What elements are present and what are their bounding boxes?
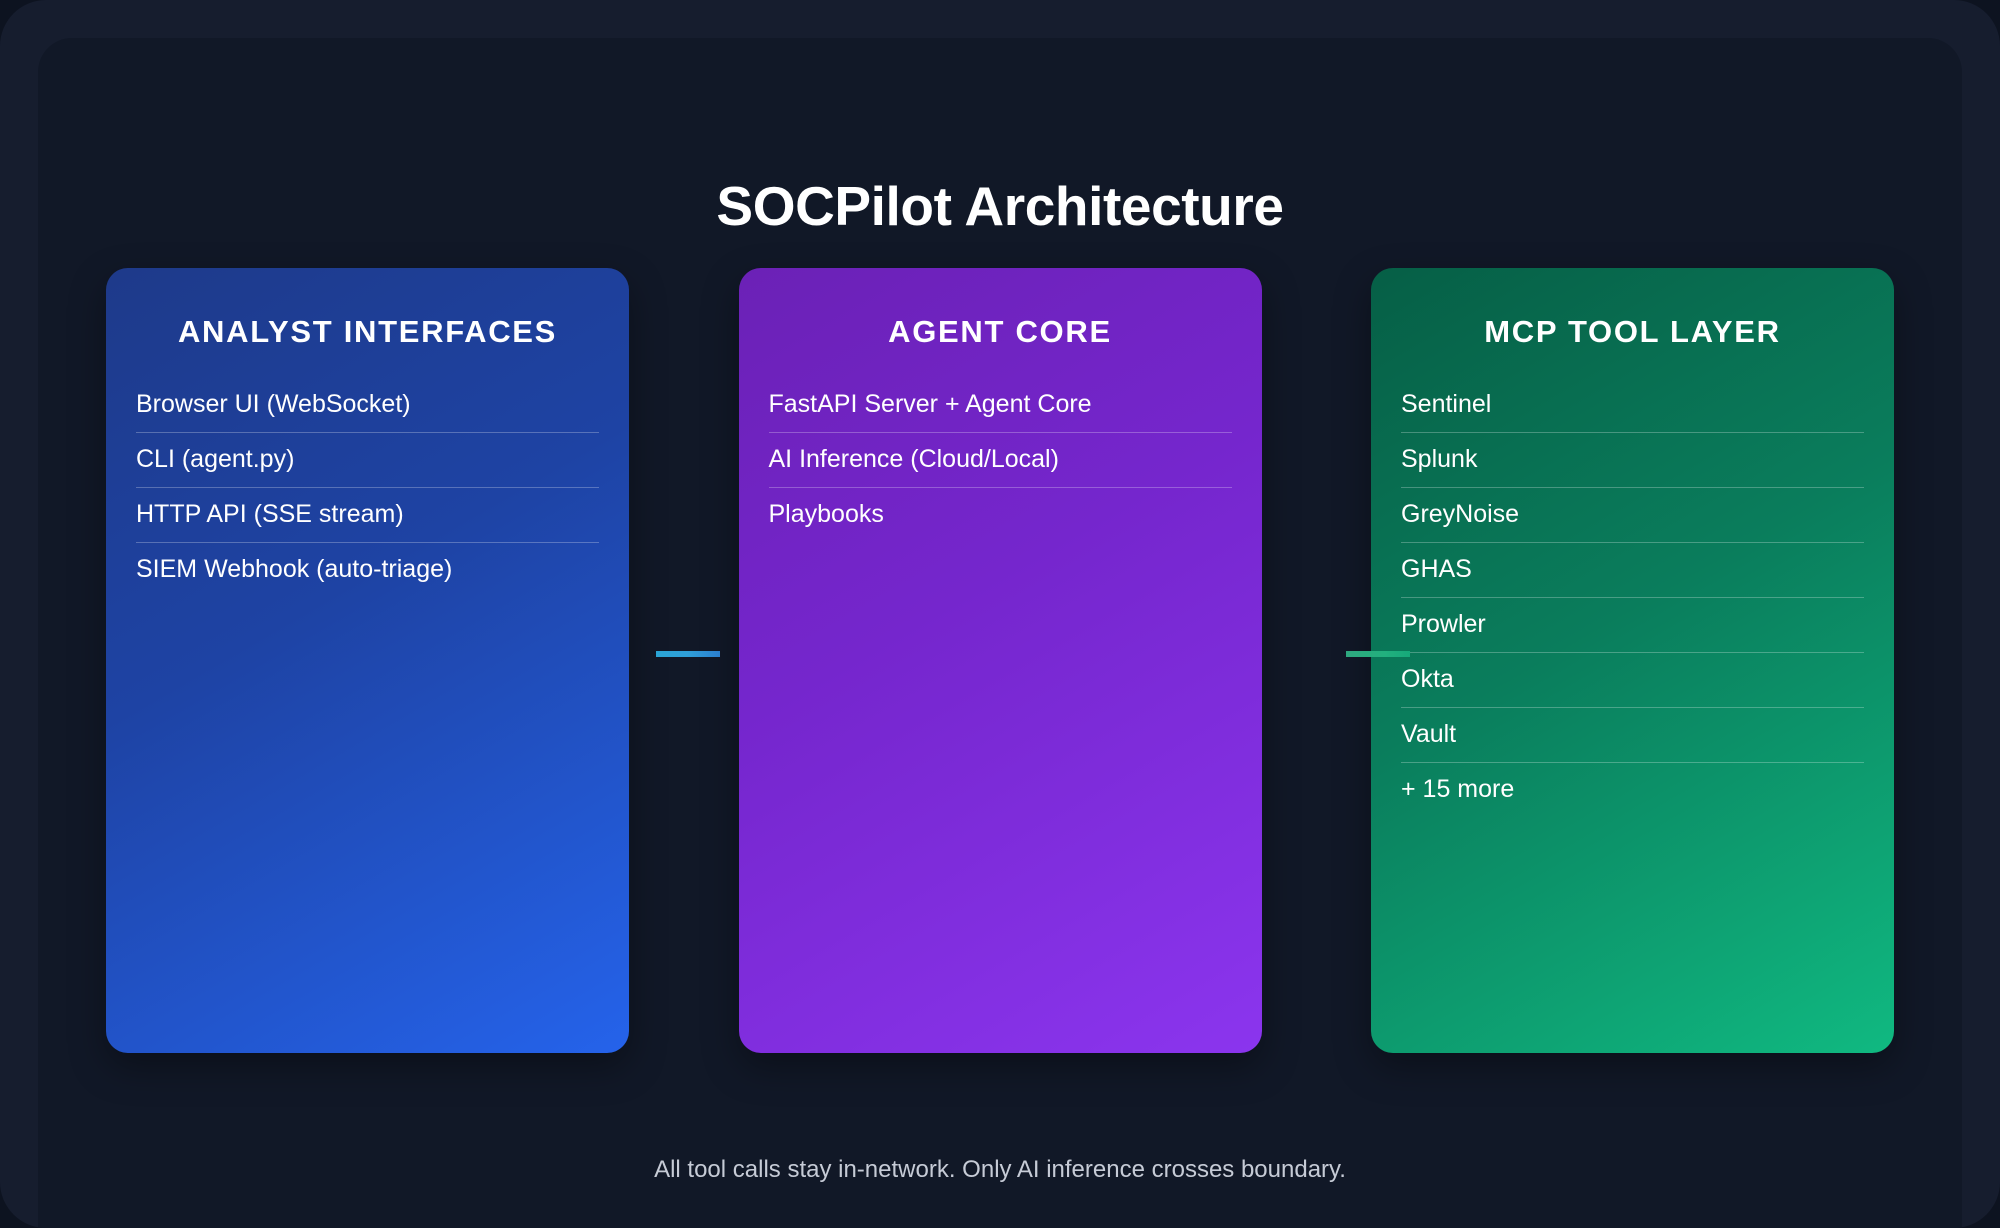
column-heading-analyst-interfaces: ANALYST INTERFACES xyxy=(177,314,558,349)
column-list-mcp-tool-layer: Sentinel Splunk GreyNoise GHAS Prowler O… xyxy=(1401,392,1864,817)
architecture-columns: ANALYST INTERFACES Browser UI (WebSocket… xyxy=(106,268,1894,1053)
diagram-canvas: SOCPilot Architecture ANALYST INTERFACES… xyxy=(38,38,1962,1228)
list-item: Sentinel xyxy=(1401,392,1864,433)
list-item: Okta xyxy=(1401,653,1864,708)
column-card-agent-core: AGENT CORE FastAPI Server + Agent Core A… xyxy=(738,268,1262,1053)
list-item: CLI (agent.py) xyxy=(136,433,599,488)
footer-note: All tool calls stay in-network. Only AI … xyxy=(654,1156,1346,1183)
column-card-analyst-interfaces: ANALYST INTERFACES Browser UI (WebSocket… xyxy=(106,268,629,1053)
list-item: HTTP API (SSE stream) xyxy=(136,488,599,543)
column-list-agent-core: FastAPI Server + Agent Core AI Inference… xyxy=(768,392,1232,542)
list-item: Splunk xyxy=(1401,433,1864,488)
column-heading-mcp-tool-layer: MCP TOOL LAYER xyxy=(1484,314,1781,349)
connector-core-to-tools xyxy=(1346,651,1410,657)
list-item: Prowler xyxy=(1401,598,1864,653)
column-list-analyst-interfaces: Browser UI (WebSocket) CLI (agent.py) HT… xyxy=(136,392,599,597)
list-item: Vault xyxy=(1401,708,1864,763)
list-item: GreyNoise xyxy=(1401,488,1864,543)
column-card-mcp-tool-layer: MCP TOOL LAYER Sentinel Splunk GreyNoise… xyxy=(1371,268,1894,1053)
list-item: Playbooks xyxy=(768,500,884,528)
connector-analyst-to-core xyxy=(656,651,720,657)
page-title: SOCPilot Architecture xyxy=(716,175,1284,237)
list-item: AI Inference (Cloud/Local) xyxy=(768,433,1232,488)
column-heading-agent-core: AGENT CORE xyxy=(888,314,1112,349)
list-item: FastAPI Server + Agent Core xyxy=(768,392,1232,433)
list-item: Browser UI (WebSocket) xyxy=(136,392,599,433)
list-item: SIEM Webhook (auto-triage) xyxy=(136,555,453,583)
list-item-more: + 15 more xyxy=(1401,775,1515,803)
list-item: GHAS xyxy=(1401,543,1864,598)
